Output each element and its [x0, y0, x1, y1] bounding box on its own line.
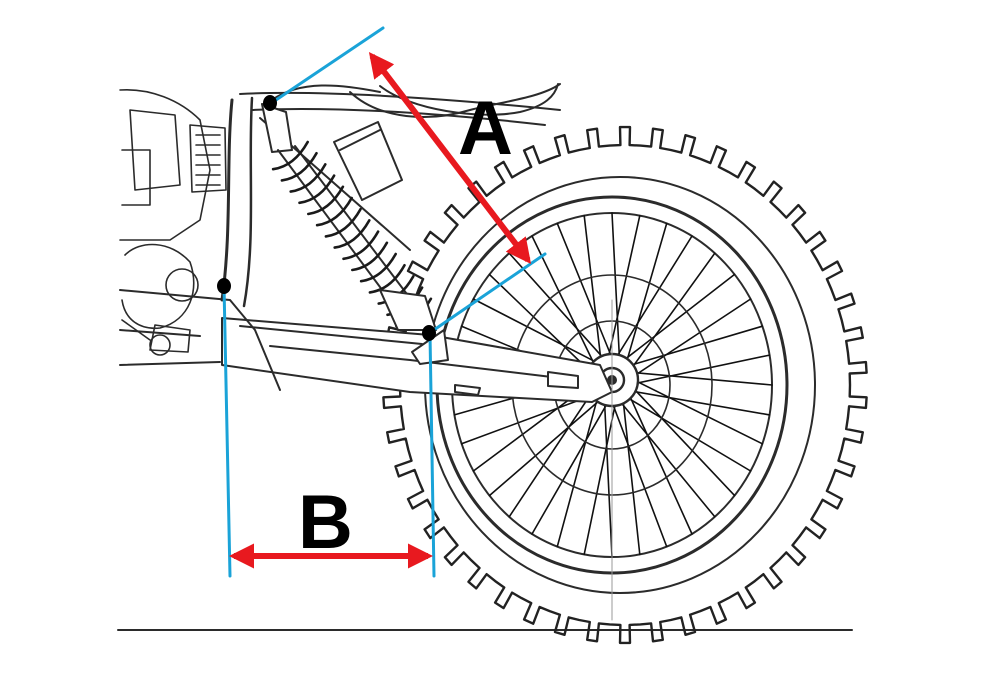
- wheel-spoke: [611, 212, 621, 361]
- wheel-spoke: [633, 379, 764, 445]
- wheel-spoke: [632, 298, 752, 378]
- label-a: A: [458, 86, 513, 171]
- spring-coil: [307, 185, 345, 216]
- wheel-spoke: [583, 400, 617, 556]
- wheel-spoke: [628, 393, 693, 535]
- frame-downtube: [220, 98, 234, 302]
- spring-coil: [333, 219, 371, 249]
- wheel-spoke: [508, 390, 594, 518]
- wheel-spoke: [603, 399, 613, 558]
- spring-coil: [280, 151, 318, 182]
- rear-shock: [261, 103, 437, 331]
- wheel-spoke: [607, 214, 641, 360]
- wheel-spoke: [625, 396, 752, 472]
- wheel-spoke: [531, 400, 610, 535]
- label-b: B: [298, 480, 353, 565]
- wheel-spoke: [556, 222, 613, 359]
- pivot-points: [217, 95, 436, 341]
- spring-coil: [324, 207, 362, 238]
- wheel-spoke: [630, 252, 716, 370]
- wheel-spoke: [508, 252, 606, 361]
- spring-coil: [315, 196, 353, 227]
- wheel-spoke: [488, 398, 602, 497]
- swingarm-pivot-dot: [217, 278, 231, 294]
- wheel-spoke: [488, 273, 593, 374]
- lower-shock-mount-dot: [422, 325, 436, 341]
- ref-line-swingarm-pivot: [222, 284, 232, 578]
- wheel-spoke: [611, 401, 668, 548]
- wheel-spoke: [622, 273, 736, 362]
- wheel-spoke: [622, 398, 641, 556]
- wheel-spoke: [460, 393, 597, 445]
- wheel-spoke: [531, 235, 596, 367]
- wheel-spoke: [631, 386, 736, 497]
- reference-lines: [222, 26, 547, 578]
- ref-line-axle: [426, 252, 547, 336]
- wheel-spoke: [583, 214, 602, 362]
- dimension-arrow-a: [368, 51, 532, 265]
- ref-line-top-mount: [268, 26, 385, 106]
- wheel-spoke: [631, 371, 773, 386]
- wheel-spoke: [618, 399, 716, 518]
- wheel-spoke: [632, 354, 771, 385]
- spring-coil: [368, 263, 406, 294]
- engine-detail: [119, 89, 227, 356]
- upper-shock-mount-dot: [263, 95, 277, 111]
- wheel-spoke: [556, 395, 599, 548]
- spring-coil: [298, 174, 336, 205]
- spring-coil: [289, 163, 327, 193]
- wheel-spoke: [627, 325, 764, 367]
- wheel-spoke: [630, 390, 771, 416]
- wheel-spoke: [625, 222, 668, 365]
- ref-line-lower-mount: [428, 332, 436, 578]
- spring-coil: [271, 140, 309, 171]
- measurement-arrows: [228, 51, 532, 569]
- wheel-spoke: [614, 235, 693, 360]
- wheel-spoke: [472, 298, 599, 364]
